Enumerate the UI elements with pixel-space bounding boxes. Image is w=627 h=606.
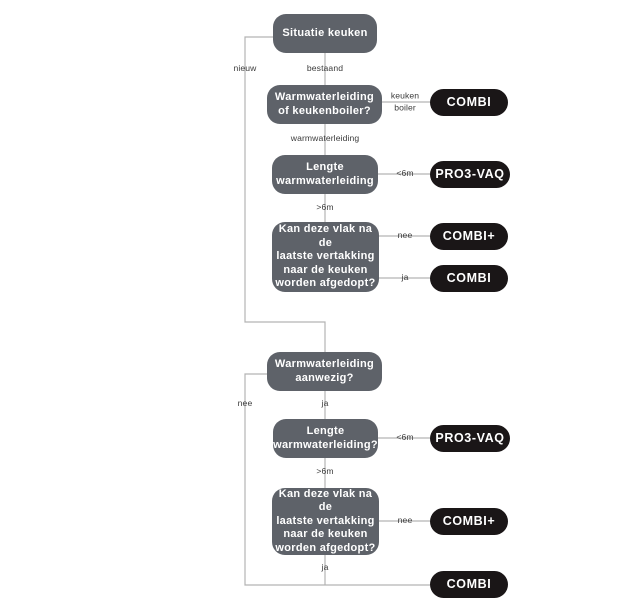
edge-label-warmwaterleiding: warmwaterleiding xyxy=(290,133,360,144)
node-label: Warmwaterleiding of keukenboiler? xyxy=(274,91,375,117)
node-label: Kan deze vlak na de laatste vertakking n… xyxy=(275,223,376,290)
edge-label-nee-boven: nee xyxy=(397,230,413,241)
edge-label-nee-onder: nee xyxy=(397,515,413,526)
node-label: COMBI+ xyxy=(442,513,496,528)
decision-node-warmwaterleiding-aanwezig[interactable]: Warmwaterleiding aanwezig? xyxy=(267,352,382,391)
edge-label-gt6m-boven: >6m xyxy=(316,202,334,213)
decision-node-lengte-warmwaterleiding-boven[interactable]: Lengte warmwaterleiding xyxy=(272,155,378,194)
edge-label-keuken-boiler: keuken boiler xyxy=(390,90,420,112)
node-label: COMBI xyxy=(446,94,492,109)
terminal-node-pro3vaq-onder[interactable]: PRO3-VAQ xyxy=(430,425,510,452)
edge-label-nieuw: nieuw xyxy=(233,63,257,74)
decision-node-afgedopt-boven[interactable]: Kan deze vlak na de laatste vertakking n… xyxy=(272,222,379,292)
node-label: Situatie keuken xyxy=(282,26,368,39)
edge-label-gt6m-onder: >6m xyxy=(316,466,334,477)
terminal-node-pro3vaq-boven[interactable]: PRO3-VAQ xyxy=(430,161,510,188)
decision-node-warmwaterleiding-of-keukenboiler[interactable]: Warmwaterleiding of keukenboiler? xyxy=(267,85,382,124)
edge-label-lt6m-boven: <6m xyxy=(396,168,414,179)
edge-label-lt6m-onder: <6m xyxy=(396,432,414,443)
node-label: Lengte warmwaterleiding xyxy=(276,161,374,187)
terminal-node-combiplus-boven[interactable]: COMBI+ xyxy=(430,223,508,250)
decision-node-situatie-keuken[interactable]: Situatie keuken xyxy=(273,14,377,53)
edge-label-bestaand: bestaand xyxy=(306,63,344,74)
edge-label-ja-boven: ja xyxy=(401,272,409,283)
edge-label-nee-aanwezig: nee xyxy=(237,398,253,409)
edge-label-ja-onder: ja xyxy=(321,562,329,573)
node-label: Kan deze vlak na de laatste vertakking n… xyxy=(275,487,376,554)
decision-node-lengte-warmwaterleiding-onder[interactable]: Lengte warmwaterleiding? xyxy=(273,419,378,458)
node-label: COMBI+ xyxy=(442,228,496,243)
node-label: PRO3-VAQ xyxy=(435,166,505,181)
node-label: Lengte warmwaterleiding? xyxy=(273,425,378,451)
node-label: COMBI xyxy=(446,576,492,591)
terminal-node-combi-afgedopt-boven[interactable]: COMBI xyxy=(430,265,508,292)
decision-node-afgedopt-onder[interactable]: Kan deze vlak na de laatste vertakking n… xyxy=(272,488,379,555)
terminal-node-combi-keukenboiler[interactable]: COMBI xyxy=(430,89,508,116)
node-label: Warmwaterleiding aanwezig? xyxy=(274,358,375,384)
node-label: PRO3-VAQ xyxy=(435,430,505,445)
node-label: COMBI xyxy=(446,270,492,285)
terminal-node-combiplus-onder[interactable]: COMBI+ xyxy=(430,508,508,535)
edge-label-ja-aanwezig: ja xyxy=(321,398,329,409)
terminal-node-combi-eind[interactable]: COMBI xyxy=(430,571,508,598)
